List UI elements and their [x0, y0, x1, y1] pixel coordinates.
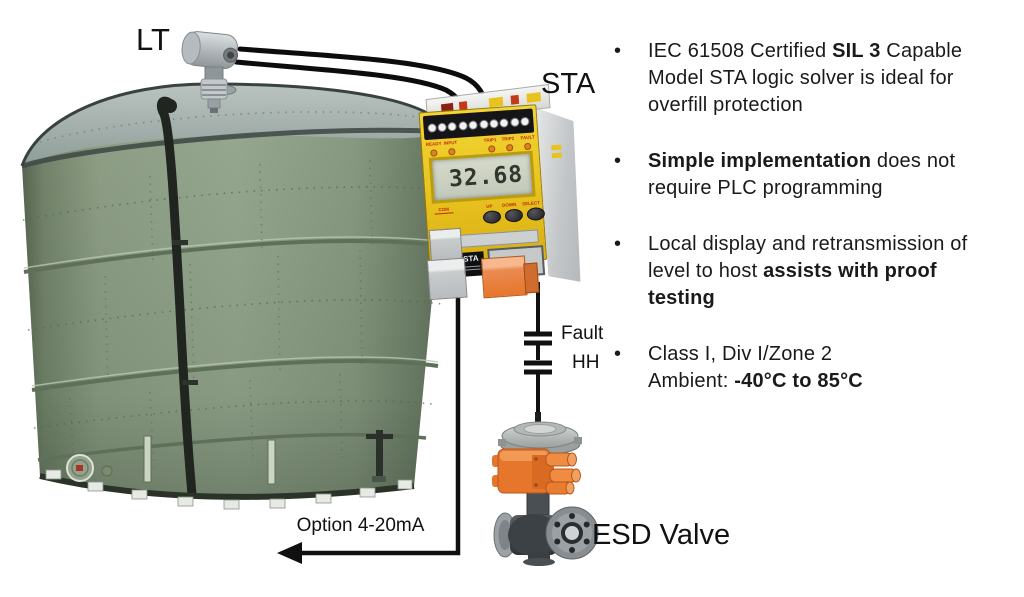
text-run: level to host [648, 260, 764, 282]
status-led [505, 143, 513, 151]
terminal [458, 120, 468, 131]
text-run: does not [871, 150, 956, 172]
arrowhead [277, 542, 302, 564]
bullet-line: require PLC programming [648, 175, 955, 202]
status-label: INPUT [443, 139, 458, 146]
tank-standpipe [156, 96, 197, 499]
wiring-connector [428, 227, 463, 262]
up-button [482, 209, 502, 225]
wiring-connector [426, 257, 468, 301]
text-run: Ambient: [648, 370, 735, 392]
bullet-line: Model STA logic solver is ideal for [648, 65, 962, 92]
side-label-chip [552, 153, 562, 159]
button-label: SELECT [521, 200, 541, 207]
bullet-line: overfill protection [648, 92, 962, 119]
bullet-marker: • [614, 343, 622, 365]
terminal [509, 116, 520, 127]
sta-logic-solver: READY INPUT TRIP1 TRIP2 FAULT 32.68 COM … [417, 84, 585, 302]
cap-chip [510, 94, 520, 105]
text-run: testing [648, 287, 715, 309]
wiring-connector [523, 262, 540, 294]
text-run: Local display and retransmission of [648, 233, 968, 255]
terminal [437, 122, 447, 132]
select-button [526, 206, 546, 222]
status-label: TRIP1 [483, 137, 497, 143]
bullet-line: testing [648, 285, 967, 312]
bullet-line: Ambient: -40°C to 85°C [648, 368, 863, 395]
bullet-marker: • [614, 150, 622, 172]
terminal [447, 121, 458, 131]
down-button [504, 208, 524, 223]
sta-label: STA [541, 68, 596, 100]
tank-seam-band [23, 239, 447, 274]
terminal [499, 117, 510, 128]
feature-bullet: • Local display and retransmission of leve… [604, 231, 1020, 312]
bullet-line: Class I, Div I/Zone 2 [648, 341, 863, 368]
bullet-text: Local display and retransmission of level… [648, 231, 967, 312]
text-run: assists with proof [763, 260, 937, 282]
hh-contact-symbol [524, 360, 552, 375]
fault-label: Fault [561, 323, 604, 344]
text-run: -40°C to 85°C [734, 370, 863, 392]
terminal [478, 119, 489, 129]
storage-tank-photo [20, 82, 450, 510]
bullet-marker: • [614, 40, 622, 62]
bullet-line: Local display and retransmission of [648, 231, 967, 258]
text-run: SIL 3 [832, 40, 881, 62]
option-4-20ma-label: Option 4-20mA [296, 515, 425, 536]
lcd-value: 32.68 [448, 161, 524, 193]
status-led [523, 142, 531, 150]
wiring-connector [480, 255, 528, 299]
dome-rim [21, 127, 449, 169]
text-run: Class I, Div I/Zone 2 [648, 343, 833, 365]
bullet-text: Class I, Div I/Zone 2 Ambient: -40°C to 8… [648, 341, 863, 395]
button-label: UP [486, 203, 493, 209]
valve-solenoid [492, 448, 581, 495]
fault-contact-symbol [524, 331, 552, 346]
hh-label: HH [572, 352, 600, 373]
status-led [430, 149, 438, 157]
status-led [488, 145, 495, 153]
bullet-line: Simple implementation does not [648, 148, 955, 175]
level-transmitter-photo [181, 31, 239, 113]
status-label: TRIP2 [501, 135, 515, 142]
feature-bullet: • Class I, Div I/Zone 2 Ambient: -40°C to … [604, 341, 1020, 395]
text-run: Simple implementation [648, 150, 872, 172]
lcd-display: 32.68 [428, 150, 536, 204]
terminal [468, 119, 479, 130]
esd-valve-label: ESD Valve [592, 519, 731, 551]
text-run: overfill protection [648, 94, 803, 116]
status-label: READY [425, 140, 442, 148]
terminal [489, 118, 499, 129]
terminal [426, 122, 437, 133]
tank-drain-pipe [376, 430, 383, 478]
lt-label: LT [136, 22, 170, 57]
valve-body [493, 506, 599, 566]
bullet-line: IEC 61508 Certified SIL 3 Capable [648, 38, 962, 65]
button-label: DOWN [502, 201, 517, 208]
terminal [520, 116, 530, 126]
text-run: IEC 61508 Certified [648, 40, 833, 62]
cap-chip [526, 92, 542, 103]
bullet-marker: • [614, 233, 622, 255]
status-label: FAULT [520, 134, 535, 141]
esd-valve-photo [492, 412, 599, 566]
text-run: require PLC programming [648, 177, 883, 199]
status-led [448, 148, 456, 155]
text-run: Model STA logic solver is ideal for [648, 67, 954, 89]
bullet-line: level to host assists with proof [648, 258, 967, 285]
text-run: Capable [880, 40, 963, 62]
side-label-chip [551, 145, 561, 151]
